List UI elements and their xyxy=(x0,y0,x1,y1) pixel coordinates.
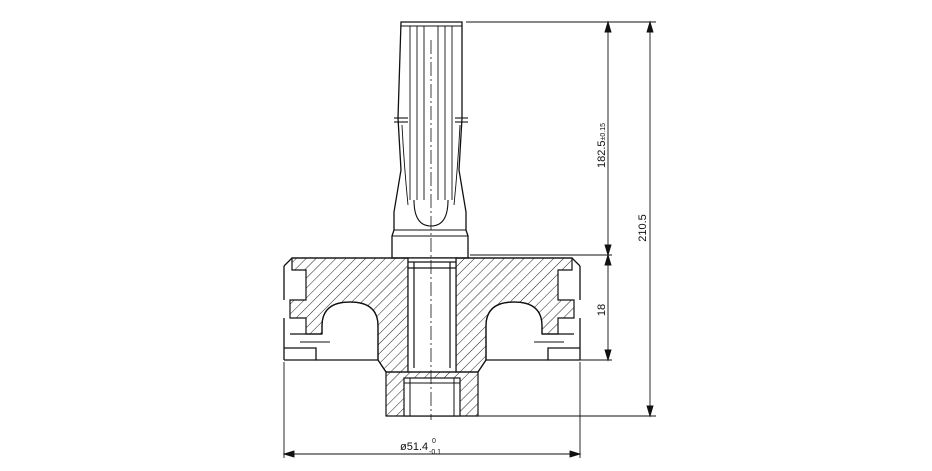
shaft xyxy=(391,21,469,259)
dim-flange-height: 18 xyxy=(596,304,608,316)
dim-base-diameter-tol-lower: -0.1 xyxy=(429,449,441,456)
svg-text:182.5±0.15: 182.5±0.15 xyxy=(596,123,608,168)
dimension-lines xyxy=(282,20,656,458)
dim-shaft-height-value: 182.5 xyxy=(596,140,608,168)
diameter-symbol: ø xyxy=(400,441,407,453)
dim-total-height: 210.5 xyxy=(637,214,649,242)
dim-flange-height-value: 18 xyxy=(596,304,608,316)
dim-shaft-height: 182.5±0.15 xyxy=(596,123,608,168)
dim-base-diameter-value: 51.4 xyxy=(407,441,428,453)
dim-base-diameter: ø51.4 0 -0.1 xyxy=(400,438,441,456)
bottom-boss xyxy=(377,359,487,417)
dim-total-height-value: 210.5 xyxy=(637,214,649,242)
central-bore xyxy=(407,257,457,373)
dim-shaft-height-tolerance: ±0.15 xyxy=(600,123,607,141)
dim-base-diameter-tol-upper: 0 xyxy=(432,438,436,445)
svg-text:ø51.4: ø51.4 xyxy=(400,441,428,453)
